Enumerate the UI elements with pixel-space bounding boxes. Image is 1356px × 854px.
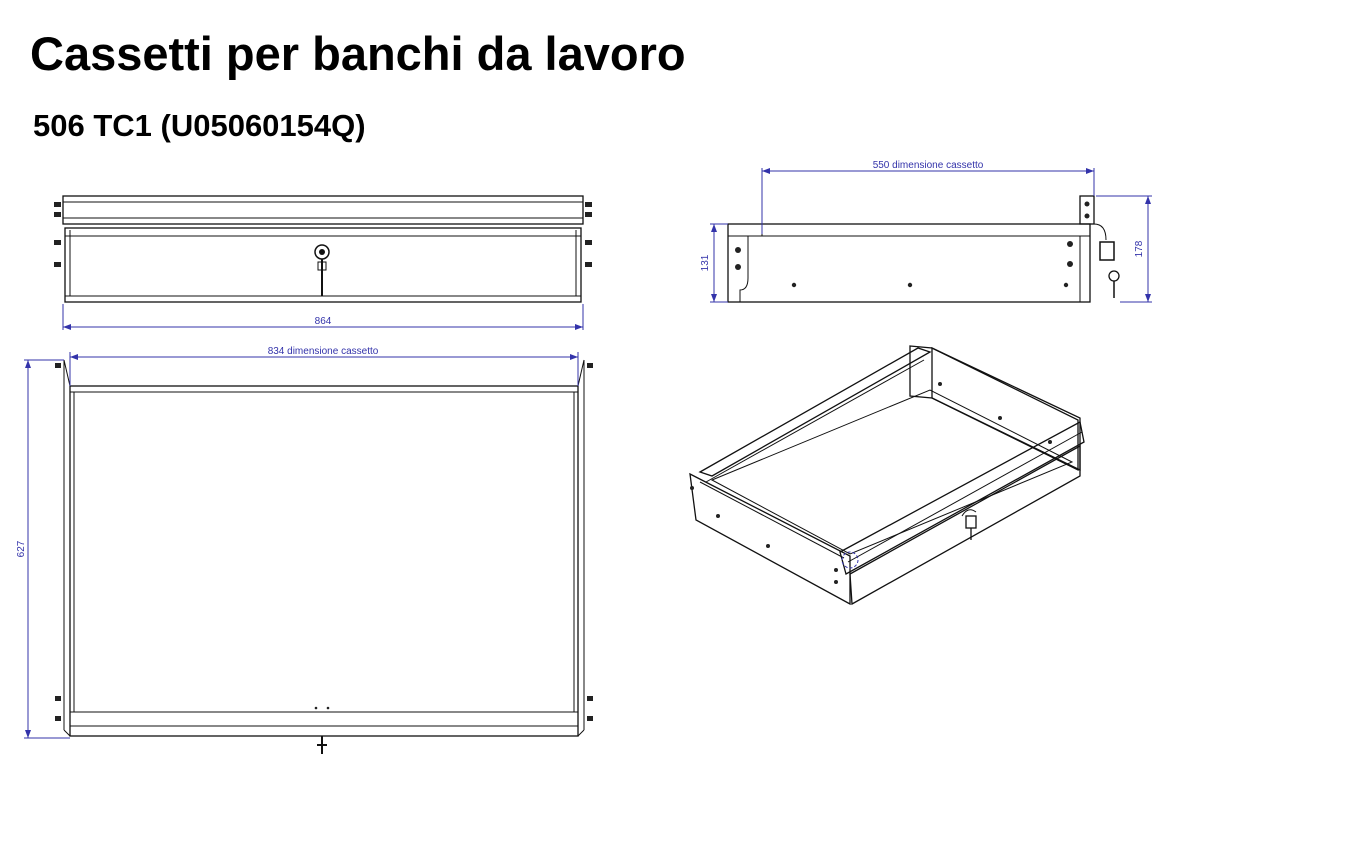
dimension-front-width: 864 xyxy=(62,304,584,330)
dimension-label-550: 550 dimensione cassetto xyxy=(873,160,984,171)
dimension-depth: 627 xyxy=(16,359,70,739)
page-title: Cassetti per banchi da lavoro xyxy=(30,27,686,80)
dimension-label-627: 627 xyxy=(16,540,27,557)
top-view: 834 dimensione cassetto 627 xyxy=(16,346,593,754)
dimension-side-height: 131 xyxy=(700,223,728,303)
key-icon xyxy=(317,736,327,754)
dimension-drawer-depth: 550 dimensione cassetto xyxy=(761,160,1095,234)
dimension-drawer-width: 834 dimensione cassetto xyxy=(69,346,579,386)
dimension-label-131: 131 xyxy=(700,254,711,271)
dimension-label-178: 178 xyxy=(1134,240,1145,257)
front-view-screws xyxy=(54,202,592,267)
front-view: 864 xyxy=(54,195,592,330)
side-lock-icon xyxy=(1093,223,1120,298)
product-code: 506 TC1 (U05060154Q) xyxy=(33,108,366,143)
dimension-total-height: 178 xyxy=(1096,195,1152,303)
dimension-label-864: 864 xyxy=(315,316,332,327)
isometric-view xyxy=(689,345,1085,606)
lock-icon xyxy=(314,244,330,296)
dimension-label-834: 834 dimensione cassetto xyxy=(268,346,379,357)
side-view: 550 dimensione cassetto 131 178 xyxy=(700,160,1152,303)
iso-lock-icon xyxy=(961,509,977,540)
